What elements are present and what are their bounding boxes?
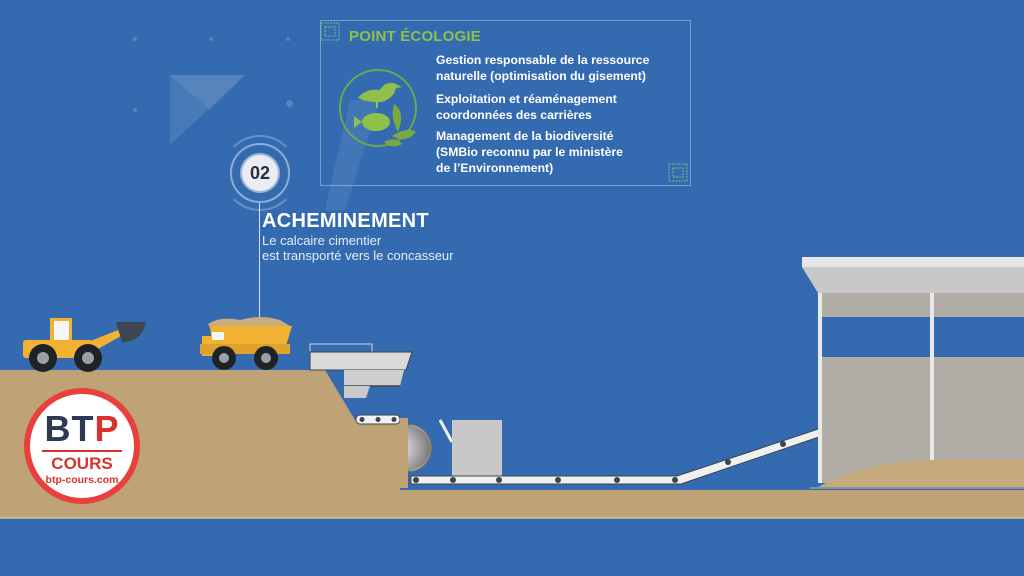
- bg-dot: [286, 37, 290, 41]
- step-ring: [222, 135, 298, 211]
- short-conveyor: [355, 414, 401, 425]
- logo-divider: [42, 450, 122, 452]
- bg-dot: [286, 100, 293, 107]
- logo-wordmark: BTP: [44, 408, 120, 449]
- step-pointer-line: [259, 203, 260, 320]
- crusher: [400, 418, 502, 488]
- ecology-item: Exploitation et réaménagement coordonnée…: [436, 92, 617, 122]
- ecology-item: Gestion responsable de la ressource natu…: [436, 53, 650, 83]
- ecology-title: POINT ÉCOLOGIE: [349, 28, 481, 45]
- btp-cours-logo[interactable]: BTP COURS btp-cours.com: [24, 388, 140, 504]
- feed-hopper: [309, 343, 413, 398]
- bg-dot: [133, 37, 137, 41]
- ecology-item: Management de la biodiversité (SMBio rec…: [436, 129, 623, 175]
- logo-cours-text: COURS: [51, 454, 113, 473]
- ecology-panel: [320, 20, 691, 186]
- dump-truck: [200, 317, 292, 370]
- step-title: ACHEMINEMENT: [262, 210, 429, 232]
- storage-shed: [802, 257, 1024, 487]
- wheel-loader: [23, 318, 146, 372]
- bg-dot: [209, 37, 213, 41]
- step-ring: [230, 143, 290, 203]
- pattern-icon: [668, 163, 688, 182]
- bg-dot: [133, 108, 137, 112]
- step-number: 02: [242, 155, 278, 191]
- bird-fish-leaf-icon: [339, 69, 417, 147]
- step-description: Le calcaire cimentier est transporté ver…: [262, 233, 454, 263]
- pattern-icon: [320, 22, 340, 41]
- logo-url: btp-cours.com: [45, 474, 119, 486]
